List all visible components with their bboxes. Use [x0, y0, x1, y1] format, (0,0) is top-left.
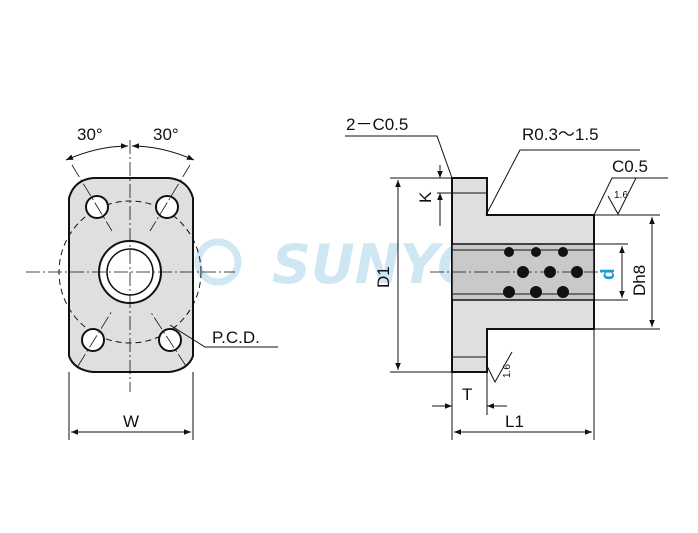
- dh8-label: Dh8: [630, 265, 649, 296]
- plug-4: [503, 286, 515, 298]
- t-label: T: [462, 385, 472, 404]
- roughness-bottom-symbol: [486, 351, 513, 384]
- plug-9: [558, 247, 568, 257]
- angle-right-label: 30°: [153, 125, 179, 144]
- chamfer-right-label: C0.5: [612, 157, 648, 176]
- side-view: 2－C0.5 R0.3～1.5 C0.5 1.6 K D1 d Dh8 1.: [345, 115, 668, 440]
- plug-8: [531, 247, 541, 257]
- roughness-bottom-label: 1.6: [502, 364, 513, 378]
- pcd-leader: [169, 324, 278, 348]
- plug-5: [530, 286, 542, 298]
- k-label: K: [416, 191, 435, 203]
- graphite-plugs: [503, 247, 583, 298]
- d1-label: D1: [374, 266, 393, 288]
- watermark-logo-icon: [194, 238, 242, 286]
- roughness-top-label: 1.6: [614, 190, 628, 201]
- pcd-label: P.C.D.: [212, 328, 260, 347]
- radius-label: R0.3～1.5: [522, 125, 599, 144]
- roughness-top-symbol: [607, 177, 637, 216]
- l1-label: L1: [505, 412, 524, 431]
- bolt-hole-bottom-right: [158, 328, 182, 352]
- angle-arc-right: [131, 143, 195, 161]
- chamfer-right-leader: [593, 177, 668, 216]
- plug-3: [571, 266, 583, 278]
- angle-left-label: 30°: [77, 125, 103, 144]
- diag-line-tr: [149, 164, 191, 232]
- diag-line-br: [149, 310, 187, 367]
- radius-leader: [485, 149, 640, 216]
- angle-arc-left: [65, 143, 129, 161]
- front-view: 30° 30° P.C.D. W: [26, 125, 278, 440]
- plug-6: [557, 286, 569, 298]
- width-label: W: [123, 412, 139, 431]
- plug-7: [504, 247, 514, 257]
- chamfer-label: 2－C0.5: [346, 115, 408, 134]
- bolt-hole-bottom-left: [81, 328, 105, 352]
- diag-line-bl: [77, 310, 113, 367]
- bolt-hole-top-right: [155, 195, 179, 219]
- chamfer-leader: [345, 135, 453, 179]
- diag-line-tl: [71, 164, 113, 232]
- d-label: d: [598, 268, 619, 280]
